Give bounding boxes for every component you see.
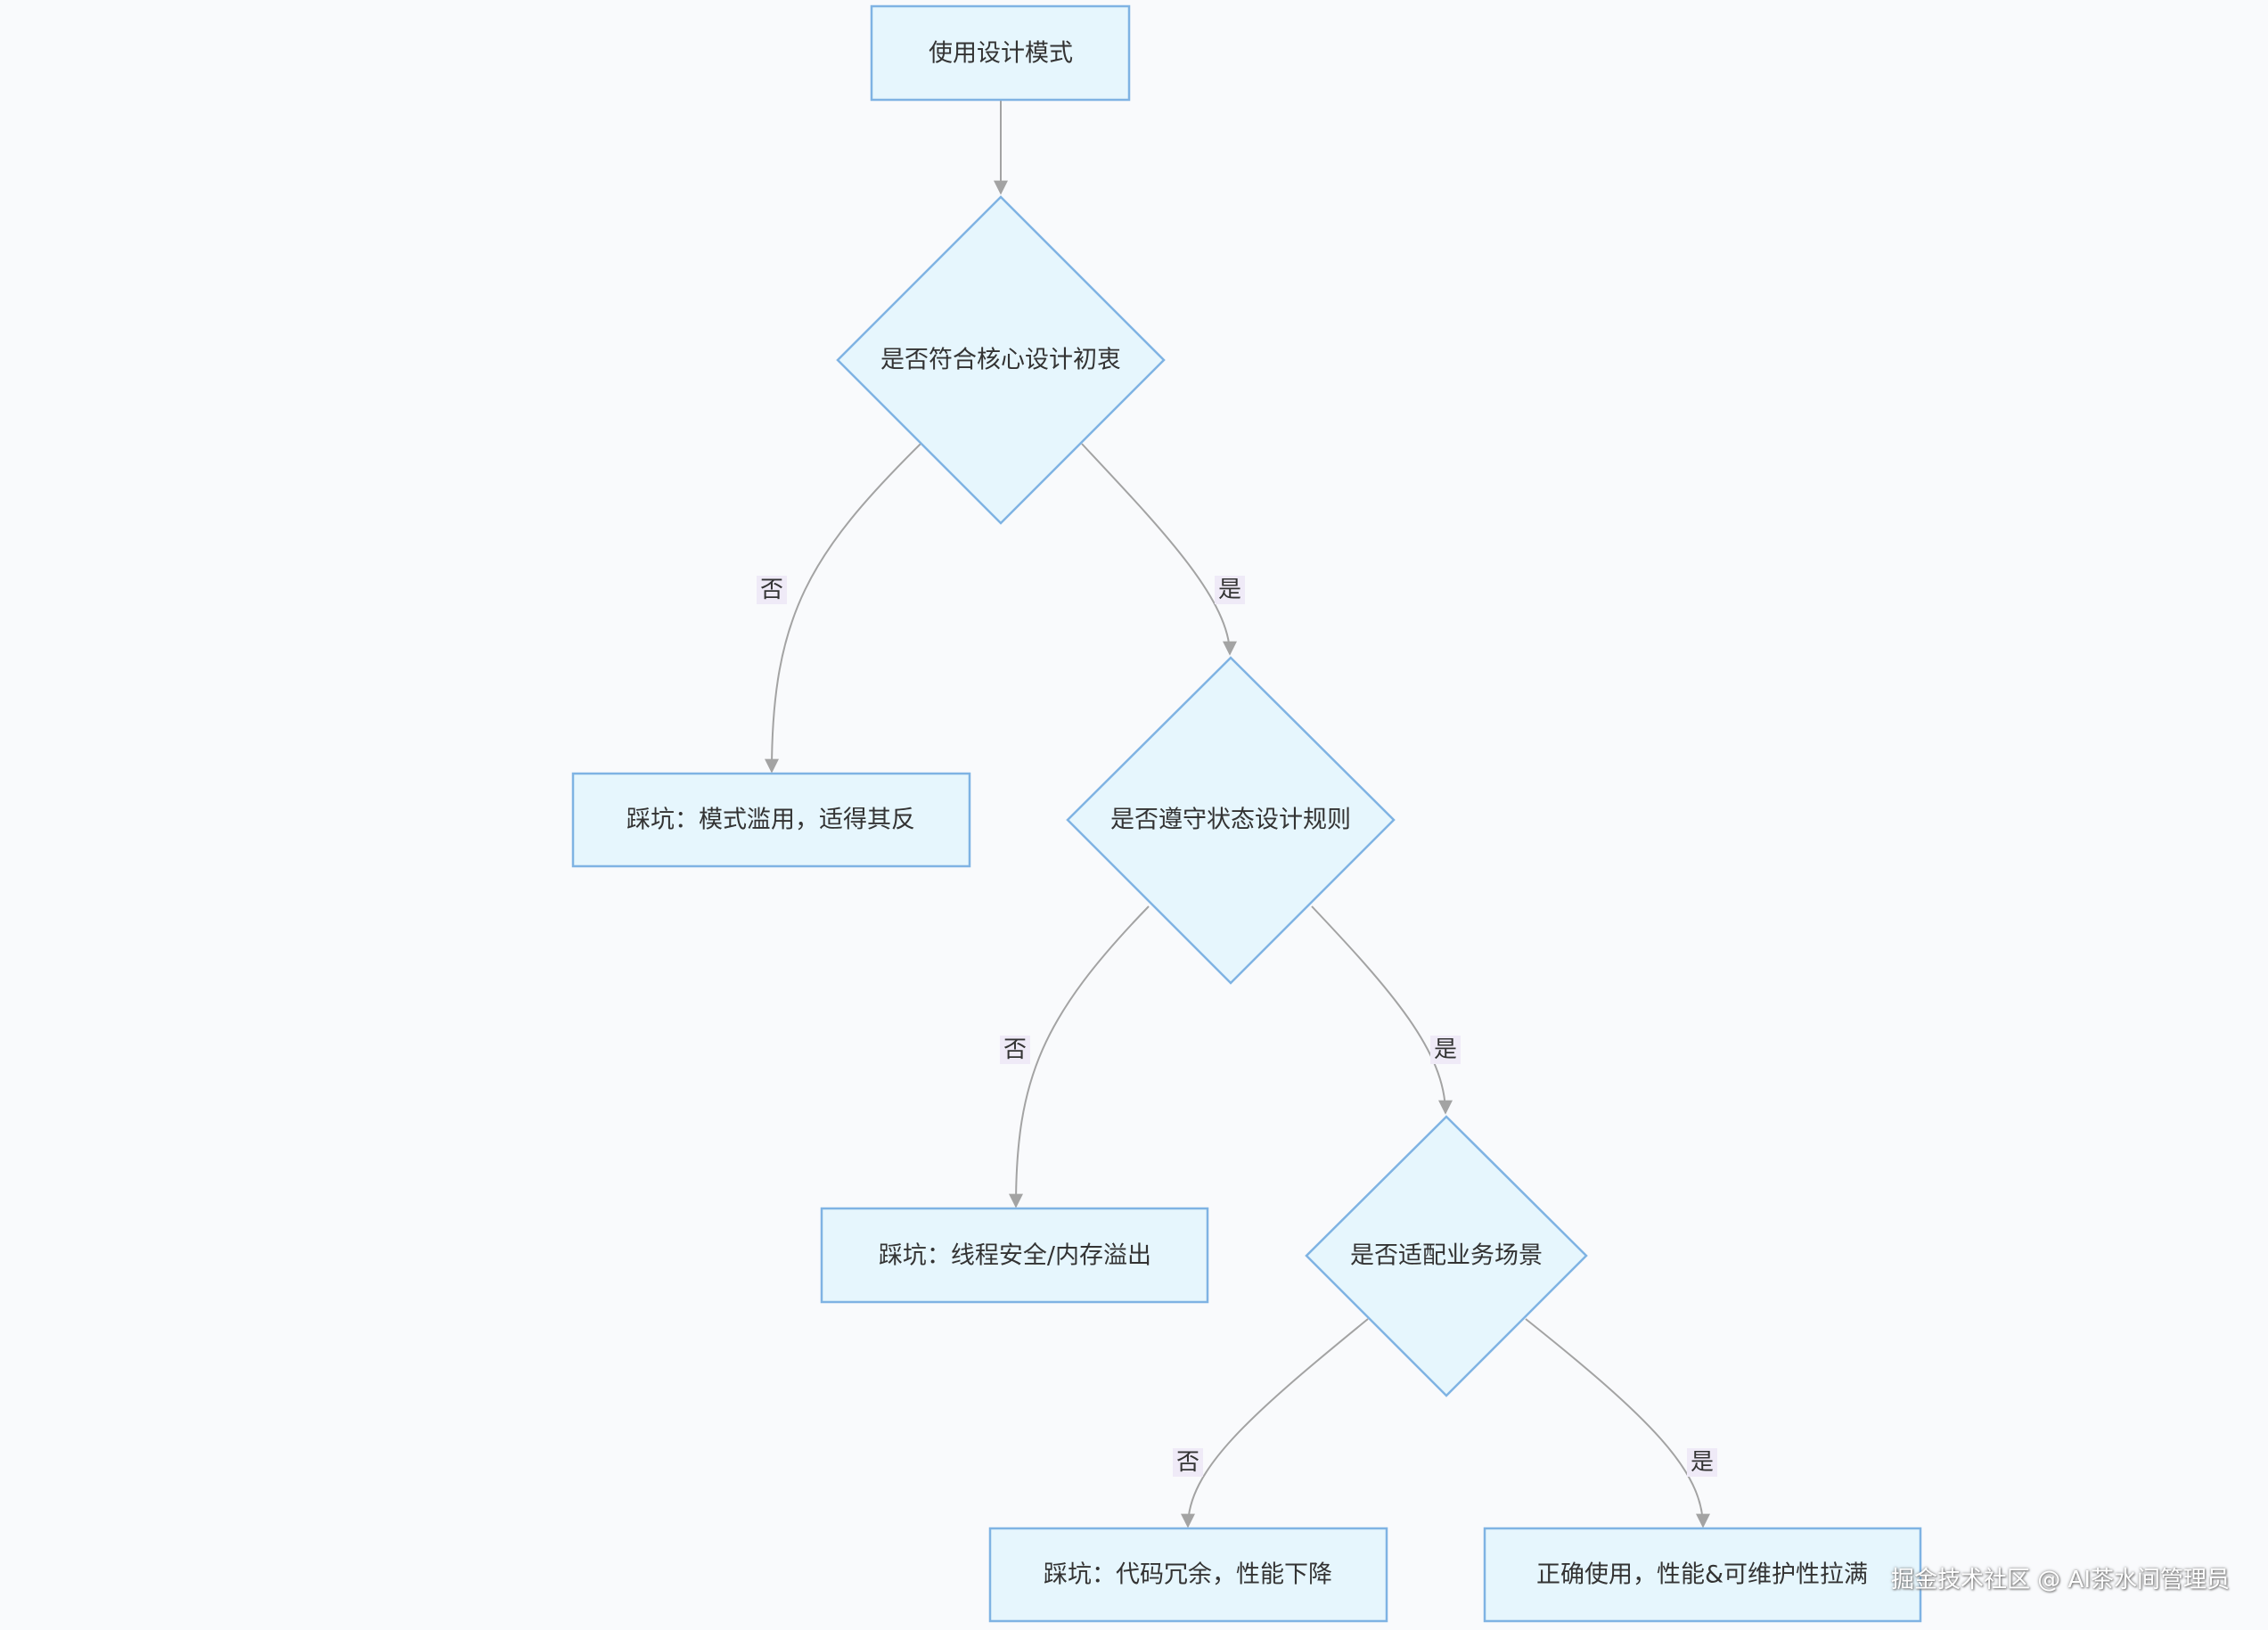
- node-start: 使用设计模式: [870, 4, 1131, 102]
- node-decision-scenario: 是否适配业务场景: [1305, 1115, 1588, 1397]
- svg-text:是否符合核心设计初衷: 是否符合核心设计初衷: [880, 347, 1121, 374]
- svg-text:是: 是: [1218, 577, 1241, 603]
- edge-intent-yes: [1081, 443, 1237, 656]
- edge-label-yes-1: 是: [1215, 576, 1245, 604]
- edges: [765, 101, 1710, 1528]
- svg-text:踩坑：代码冗余，性能下降: 踩坑：代码冗余，性能下降: [1044, 1561, 1332, 1589]
- edge-rules-no: [1009, 905, 1150, 1208]
- svg-text:踩坑：模式滥用，适得其反: 踩坑：模式滥用，适得其反: [626, 807, 915, 834]
- edge-labels: 否 是 否 是 否 是: [757, 576, 1717, 1477]
- svg-text:是: 是: [1434, 1036, 1457, 1063]
- node-pitfall-thread: 踩坑：线程安全/内存溢出: [820, 1207, 1209, 1304]
- edge-rules-yes: [1311, 905, 1453, 1115]
- node-pitfall-redundant: 踩坑：代码冗余，性能下降: [988, 1527, 1388, 1623]
- svg-text:是: 是: [1691, 1449, 1714, 1476]
- edge-scenario-no: [1181, 1318, 1369, 1528]
- node-pitfall-abuse: 踩坑：模式滥用，适得其反: [571, 772, 971, 868]
- edge-intent-no: [765, 443, 921, 774]
- svg-text:否: 否: [1176, 1449, 1200, 1476]
- edge-scenario-yes: [1525, 1318, 1710, 1528]
- edge-label-yes-3: 是: [1687, 1448, 1717, 1477]
- edge-label-yes-2: 是: [1430, 1036, 1461, 1064]
- edge-label-no-1: 否: [757, 576, 787, 604]
- svg-text:否: 否: [1003, 1036, 1027, 1063]
- svg-text:正确使用，性能&可维护性拉满: 正确使用，性能&可维护性拉满: [1536, 1561, 1868, 1589]
- edge-label-no-3: 否: [1173, 1448, 1203, 1477]
- node-decision-rules: 是否遵守状态设计规则: [1066, 656, 1396, 985]
- edge-label-no-2: 否: [1000, 1036, 1030, 1064]
- node-decision-intent: 是否符合核心设计初衷: [836, 195, 1166, 525]
- svg-text:是否遵守状态设计规则: 是否遵守状态设计规则: [1110, 807, 1351, 834]
- node-result-correct: 正确使用，性能&可维护性拉满: [1483, 1527, 1922, 1623]
- svg-text:踩坑：线程安全/内存溢出: 踩坑：线程安全/内存溢出: [879, 1242, 1151, 1270]
- svg-text:使用设计模式: 使用设计模式: [929, 40, 1073, 68]
- svg-text:否: 否: [760, 577, 783, 603]
- svg-text:是否适配业务场景: 是否适配业务场景: [1350, 1242, 1543, 1270]
- watermark: 掘金技术社区 @ AI茶水间管理员: [1891, 1567, 2230, 1593]
